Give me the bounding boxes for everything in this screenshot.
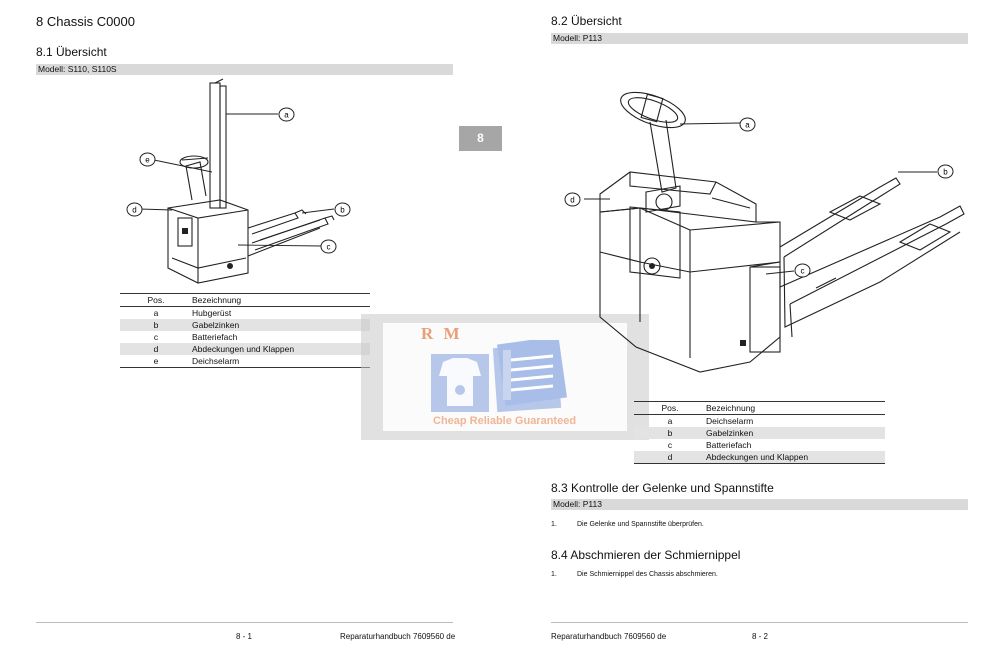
watermark-logo-text: R M	[421, 324, 463, 343]
section-8-3-step-number: 1.	[551, 521, 557, 528]
left-footer-page: 8 - 1	[236, 632, 253, 641]
section-8-4-step-number: 1.	[551, 571, 557, 578]
svg-text:a: a	[284, 111, 289, 120]
svg-text:c: c	[801, 267, 805, 276]
right-footer-rule	[551, 622, 968, 623]
callout-c-left: c	[320, 239, 337, 259]
header-pos: Pos.	[634, 401, 706, 415]
header-pos: Pos.	[120, 293, 192, 307]
watermark: R M Cheap Reliable Guaranteed	[361, 314, 649, 440]
section-8-3-step-text: Die Gelenke und Spannstifte überprüfen.	[577, 521, 704, 528]
section-8-4-heading: 8.4 Abschmieren der Schmiernippel	[551, 548, 741, 562]
left-page-title: 8 Chassis C0000	[36, 14, 135, 29]
right-section-heading: 8.2 Übersicht	[551, 14, 622, 28]
left-footer-manual: Reparaturhandbuch 7609560 de	[340, 632, 456, 641]
table-header-row: Pos. Bezeichnung	[120, 293, 370, 307]
callout-b-left: b	[334, 202, 351, 222]
callout-a-right: a	[739, 117, 756, 137]
svg-text:d: d	[570, 196, 574, 205]
callout-d-left: d	[126, 202, 143, 222]
svg-text:d: d	[132, 206, 136, 215]
callout-d-right: d	[564, 192, 581, 212]
watermark-slogan: Cheap Reliable Guaranteed	[433, 415, 577, 427]
table-header-row: Pos. Bezeichnung	[634, 401, 885, 415]
callout-e-left: e	[139, 152, 156, 172]
svg-text:b: b	[340, 206, 345, 215]
left-model-bar: Modell: S110, S110S	[36, 64, 453, 75]
right-footer-manual: Reparaturhandbuch 7609560 de	[551, 632, 667, 641]
section-8-3-heading: 8.3 Kontrolle der Gelenke und Spannstift…	[551, 481, 774, 495]
callout-a-left: a	[278, 107, 295, 127]
left-footer-rule	[36, 622, 453, 623]
right-footer-page: 8 - 2	[752, 632, 769, 641]
callout-c-right: c	[794, 263, 811, 283]
svg-text:c: c	[327, 243, 331, 252]
section-8-4-step-text: Die Schmiernippel des Chassis abschmiere…	[577, 571, 718, 578]
stacker-diagram	[139, 78, 335, 284]
svg-text:e: e	[145, 156, 150, 165]
watermark-logo-icon	[431, 340, 568, 413]
header-name: Bezeichnung	[192, 293, 370, 307]
pallet-truck-diagram	[584, 91, 965, 373]
svg-text:a: a	[745, 121, 750, 130]
left-section-heading: 8.1 Übersicht	[36, 45, 107, 59]
chapter-tab: 8	[459, 126, 502, 151]
callout-b-right: b	[937, 164, 954, 184]
section-8-3-model-bar: Modell: P113	[551, 499, 968, 510]
svg-text:b: b	[943, 168, 948, 177]
right-model-bar: Modell: P113	[551, 33, 968, 44]
header-name: Bezeichnung	[706, 401, 885, 415]
